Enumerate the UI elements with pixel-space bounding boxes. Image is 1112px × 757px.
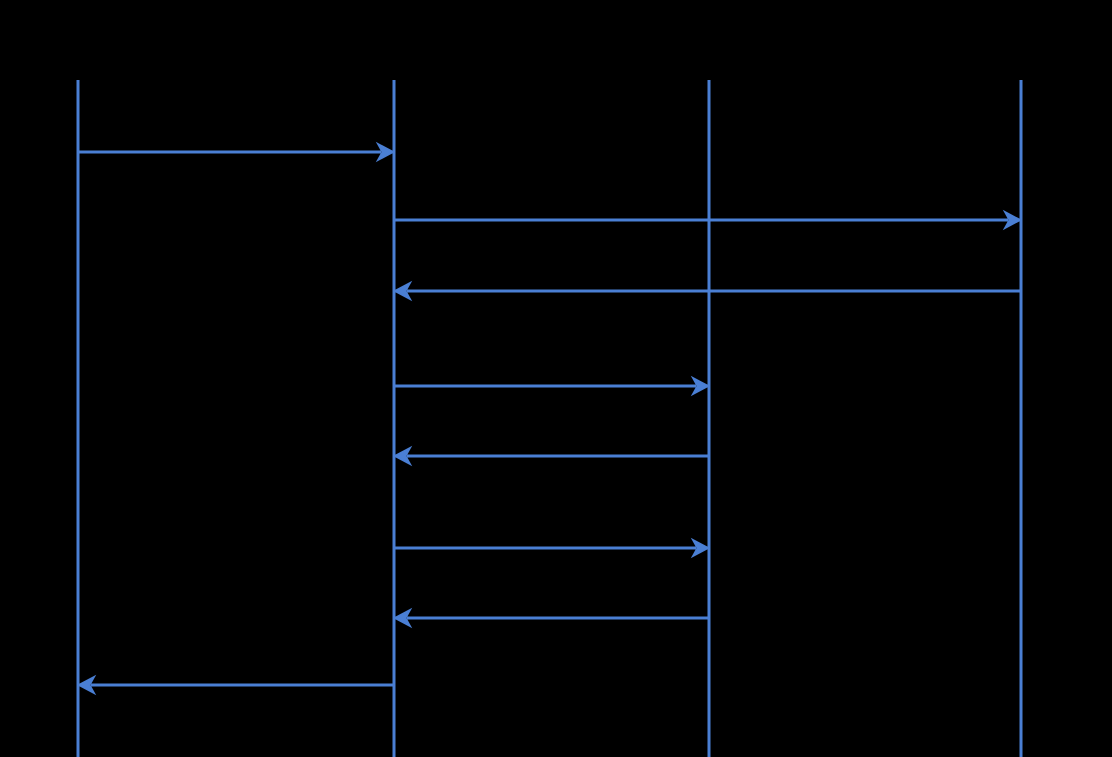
message-arrowhead-m7	[392, 607, 413, 629]
message-m2[interactable]	[394, 209, 1023, 231]
message-m4[interactable]	[394, 375, 711, 397]
message-arrowhead-m8	[76, 674, 97, 696]
message-arrowhead-m3	[392, 280, 413, 302]
message-arrowhead-m4	[690, 375, 711, 397]
message-m7[interactable]	[392, 607, 709, 629]
messages-group	[76, 141, 1023, 696]
message-m3[interactable]	[392, 280, 1021, 302]
message-arrowhead-m2	[1002, 209, 1023, 231]
message-arrowhead-m1	[375, 141, 396, 163]
message-m5[interactable]	[392, 445, 709, 467]
message-m6[interactable]	[394, 537, 711, 559]
message-arrowhead-m6	[690, 537, 711, 559]
message-m8[interactable]	[76, 674, 394, 696]
message-arrowhead-m5	[392, 445, 413, 467]
lifelines-group	[76, 80, 1023, 757]
message-m1[interactable]	[78, 141, 396, 163]
